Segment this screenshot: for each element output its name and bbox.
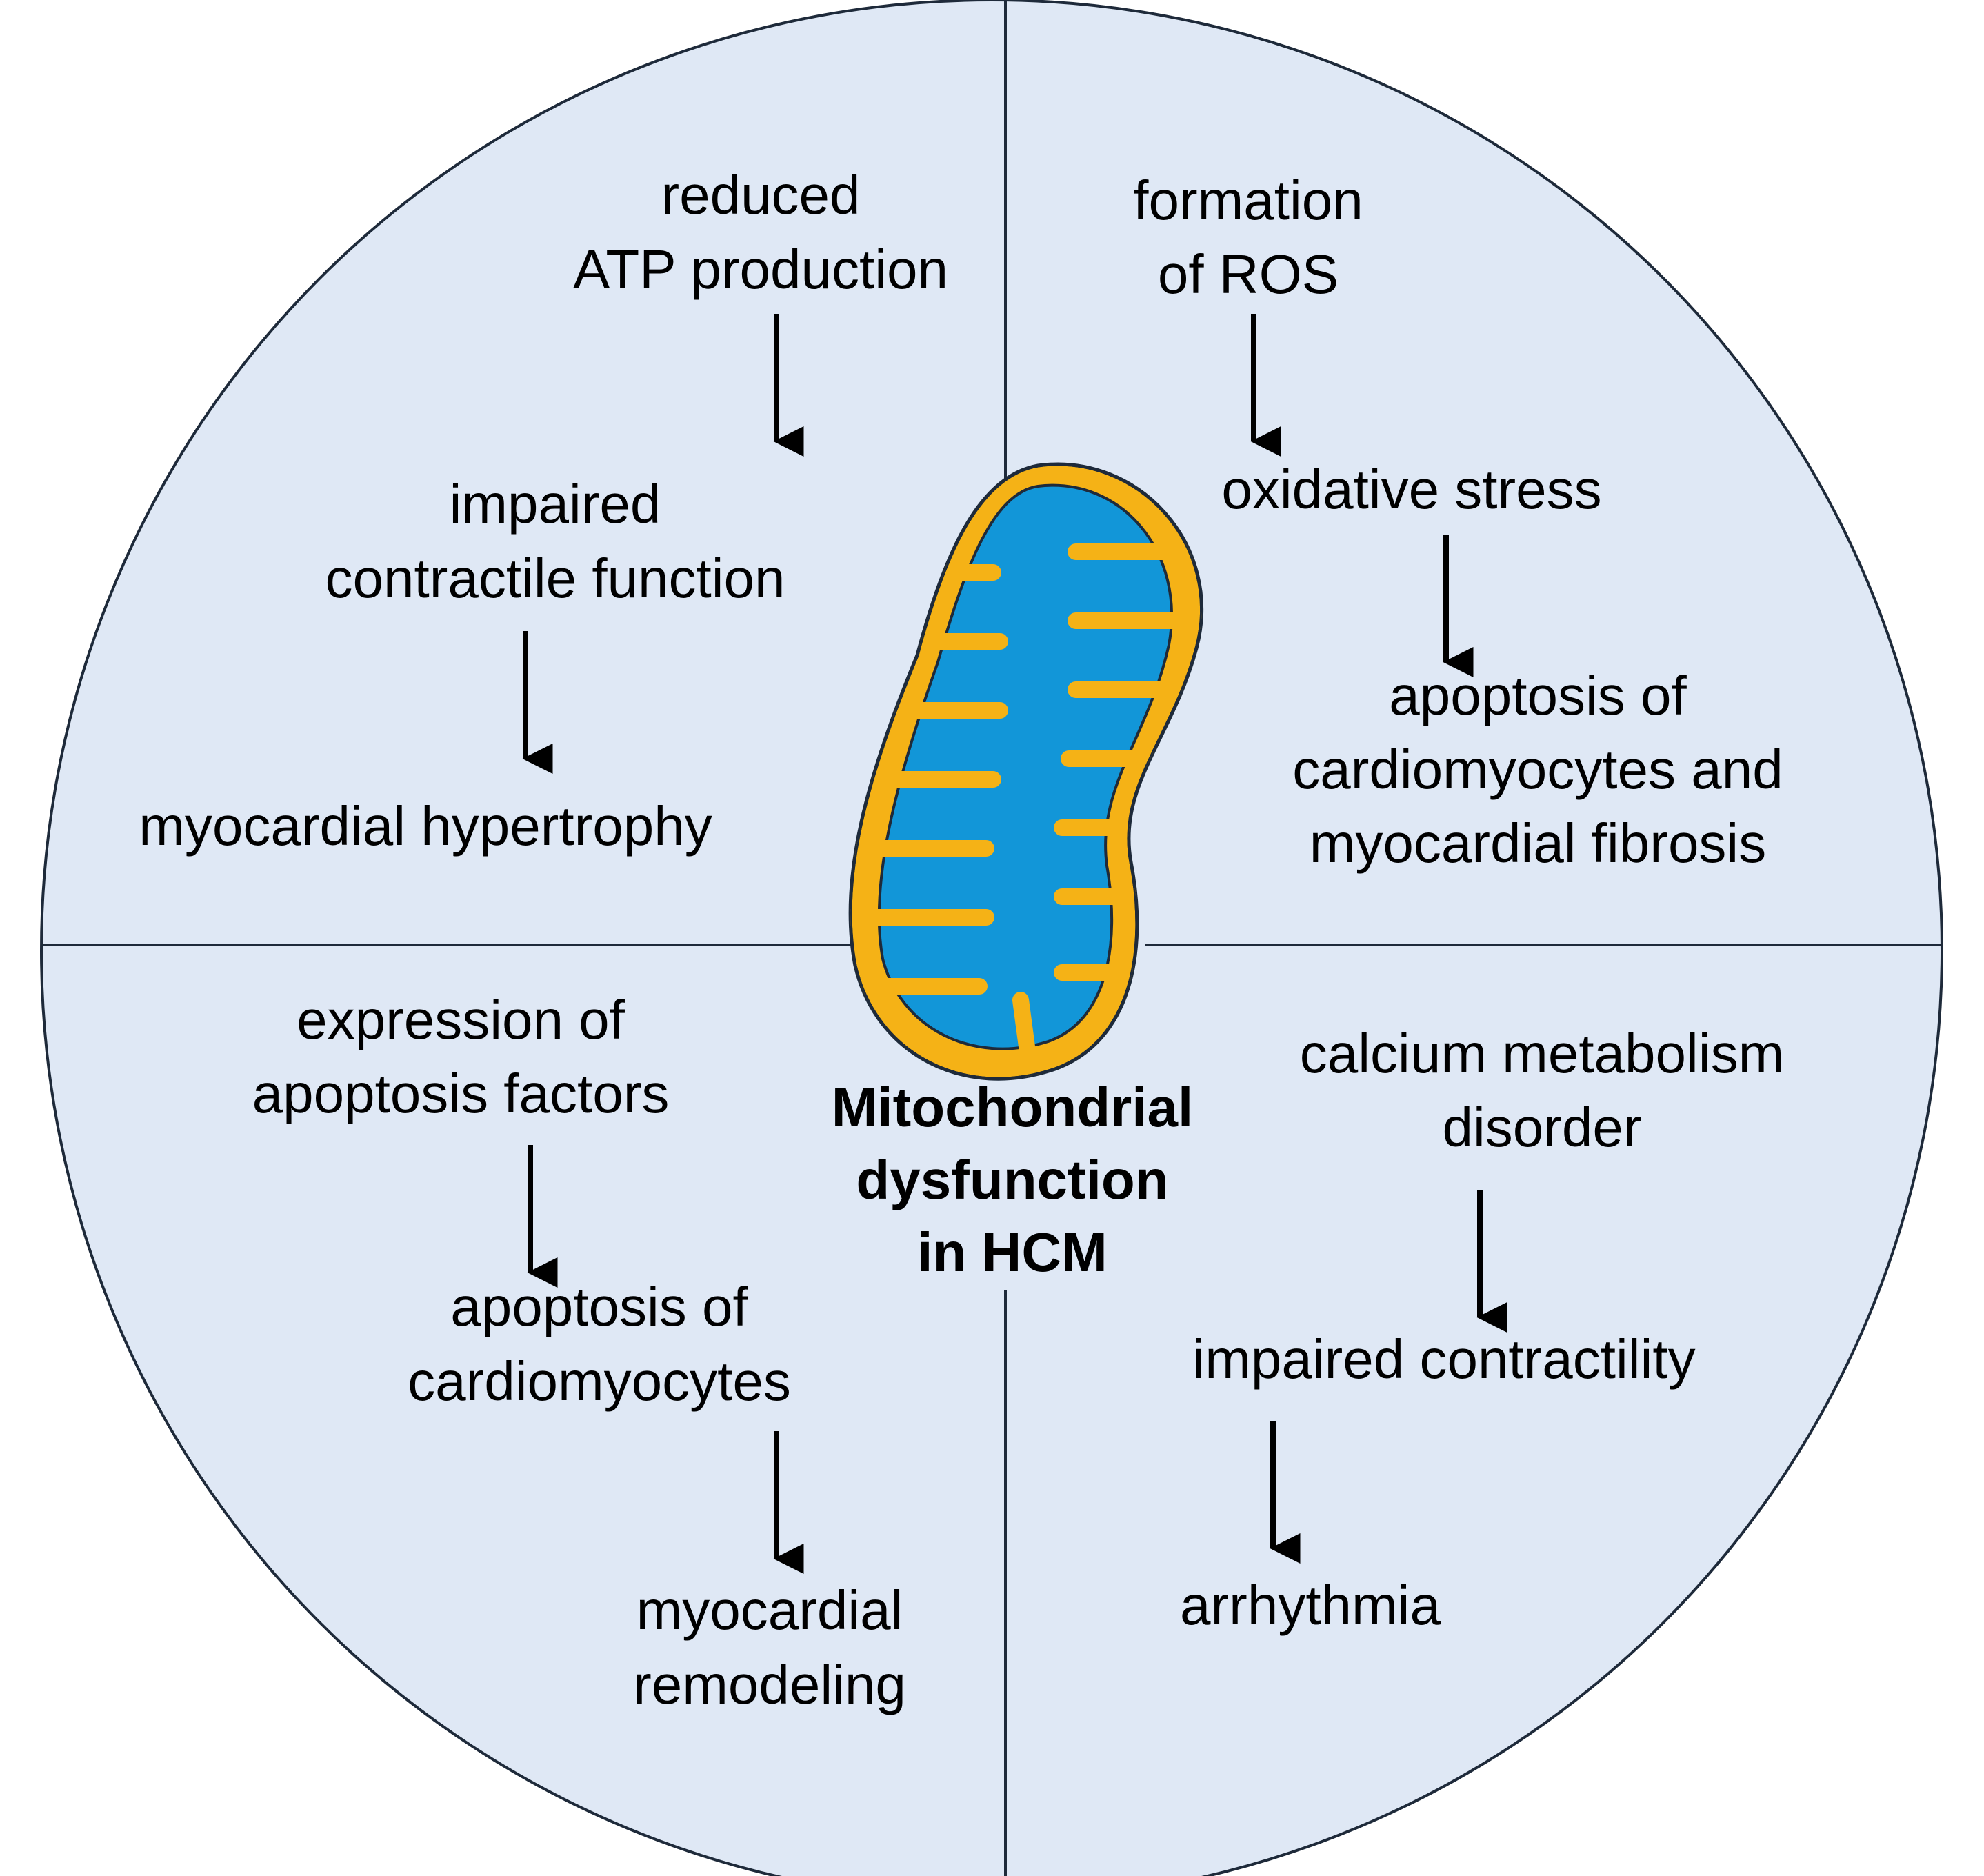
br-step2-line1: impaired contractility xyxy=(1192,1328,1695,1390)
quadrant-bottom-right: calcium metabolism disorder impaired con… xyxy=(1180,1023,1784,1636)
quadrant-top-left: reduced ATP production impaired contract… xyxy=(139,164,948,857)
center-title-line2: dysfunction xyxy=(856,1149,1168,1210)
br-step1-line1: calcium metabolism xyxy=(1300,1023,1784,1084)
tr-step1-line2: of ROS xyxy=(1158,243,1339,305)
bl-step2-line1: apoptosis of xyxy=(450,1276,748,1337)
bl-step1-line2: apoptosis factors xyxy=(252,1063,670,1124)
quadrant-top-right: formation of ROS oxidative stress apopto… xyxy=(1133,170,1783,874)
tl-step2-line1: impaired xyxy=(450,473,661,535)
tr-step3-line1: apoptosis of xyxy=(1389,665,1687,726)
quadrant-bottom-left: expression of apoptosis factors apoptosi… xyxy=(252,989,906,1715)
tl-step3-line1: myocardial hypertrophy xyxy=(139,795,712,857)
tr-step3-line2: cardiomyocytes and xyxy=(1292,739,1783,800)
tr-step1-line1: formation xyxy=(1133,170,1363,231)
center-title-line1: Mitochondrial xyxy=(832,1077,1193,1138)
br-step1-line2: disorder xyxy=(1442,1097,1641,1158)
bl-step2-line2: cardiomyocytes xyxy=(408,1350,791,1412)
bl-step1-line1: expression of xyxy=(297,989,625,1050)
tl-step2-line2: contractile function xyxy=(325,548,785,609)
tr-step2-line1: oxidative stress xyxy=(1221,459,1601,520)
br-step3-line1: arrhythmia xyxy=(1180,1575,1441,1636)
tl-step1-line2: ATP production xyxy=(573,239,948,300)
tr-step3-line3: myocardial fibrosis xyxy=(1310,812,1766,874)
bl-step3-line2: remodeling xyxy=(633,1654,906,1715)
bl-step3-line1: myocardial xyxy=(637,1579,903,1641)
tl-step1-line1: reduced xyxy=(661,164,860,226)
center-title-line3: in HCM xyxy=(917,1221,1108,1283)
